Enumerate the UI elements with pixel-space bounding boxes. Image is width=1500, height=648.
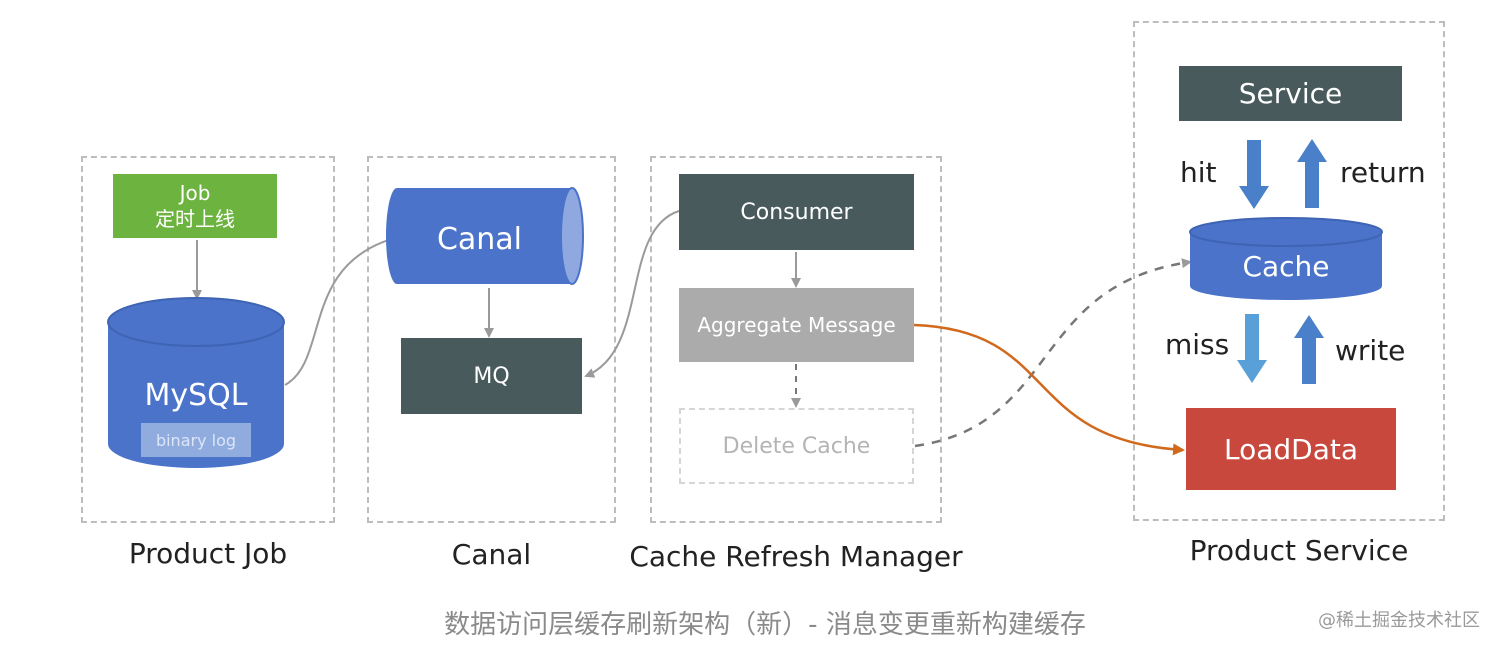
arrow-hit xyxy=(1239,140,1269,209)
diagram-caption: 数据访问层缓存刷新架构（新）- 消息变更重新构建缓存 xyxy=(444,610,1086,640)
delete-cache-box: Delete Cache xyxy=(679,408,914,484)
aggregate-message-label: Aggregate Message xyxy=(697,313,896,337)
arrow-miss xyxy=(1237,314,1267,383)
hit-label: hit xyxy=(1180,156,1217,189)
mq-label: MQ xyxy=(473,363,510,389)
group-label-product-service: Product Service xyxy=(1189,534,1409,567)
arrow-return xyxy=(1297,139,1327,208)
edge-mysql-canal xyxy=(284,235,397,386)
edge-delete-cache xyxy=(914,258,1192,448)
binary-log-label: binary log xyxy=(155,430,237,450)
job-box: Job 定时上线 xyxy=(113,174,277,238)
service-box: Service xyxy=(1179,66,1402,121)
mq-box: MQ xyxy=(401,338,582,414)
load-data-box: LoadData xyxy=(1186,408,1396,490)
watermark: @稀土掘金技术社区 xyxy=(1318,610,1480,631)
group-label-cache-refresh-manager: Cache Refresh Manager xyxy=(629,540,963,573)
aggregate-message-box: Aggregate Message xyxy=(679,288,914,362)
return-label: return xyxy=(1340,156,1426,189)
canal-cylinder xyxy=(386,187,584,285)
cache-node-label: Cache xyxy=(1242,250,1330,283)
write-label: write xyxy=(1335,334,1406,367)
miss-label: miss xyxy=(1165,328,1230,361)
arrow-write xyxy=(1294,315,1324,384)
delete-cache-label: Delete Cache xyxy=(722,433,871,459)
job-sublabel: 定时上线 xyxy=(155,207,235,231)
group-label-canal: Canal xyxy=(451,538,532,571)
edge-aggregate-loaddata xyxy=(913,323,1185,456)
mysql-label: MySQL xyxy=(144,378,248,413)
cache-cylinder xyxy=(1189,217,1383,300)
group-product-service xyxy=(1133,21,1445,521)
group-label-product-job: Product Job xyxy=(128,537,288,570)
binary-log-box: binary log xyxy=(141,423,251,457)
load-data-label: LoadData xyxy=(1223,432,1359,466)
canal-node-label: Canal xyxy=(436,222,523,257)
group-canal xyxy=(367,156,616,523)
consumer-label: Consumer xyxy=(740,199,853,225)
edge-consumer-mq xyxy=(584,210,680,378)
group-cache-refresh-manager xyxy=(650,156,942,523)
job-label: Job xyxy=(179,181,211,205)
service-label: Service xyxy=(1238,77,1343,110)
group-product-job xyxy=(81,156,335,523)
consumer-box: Consumer xyxy=(679,174,914,250)
